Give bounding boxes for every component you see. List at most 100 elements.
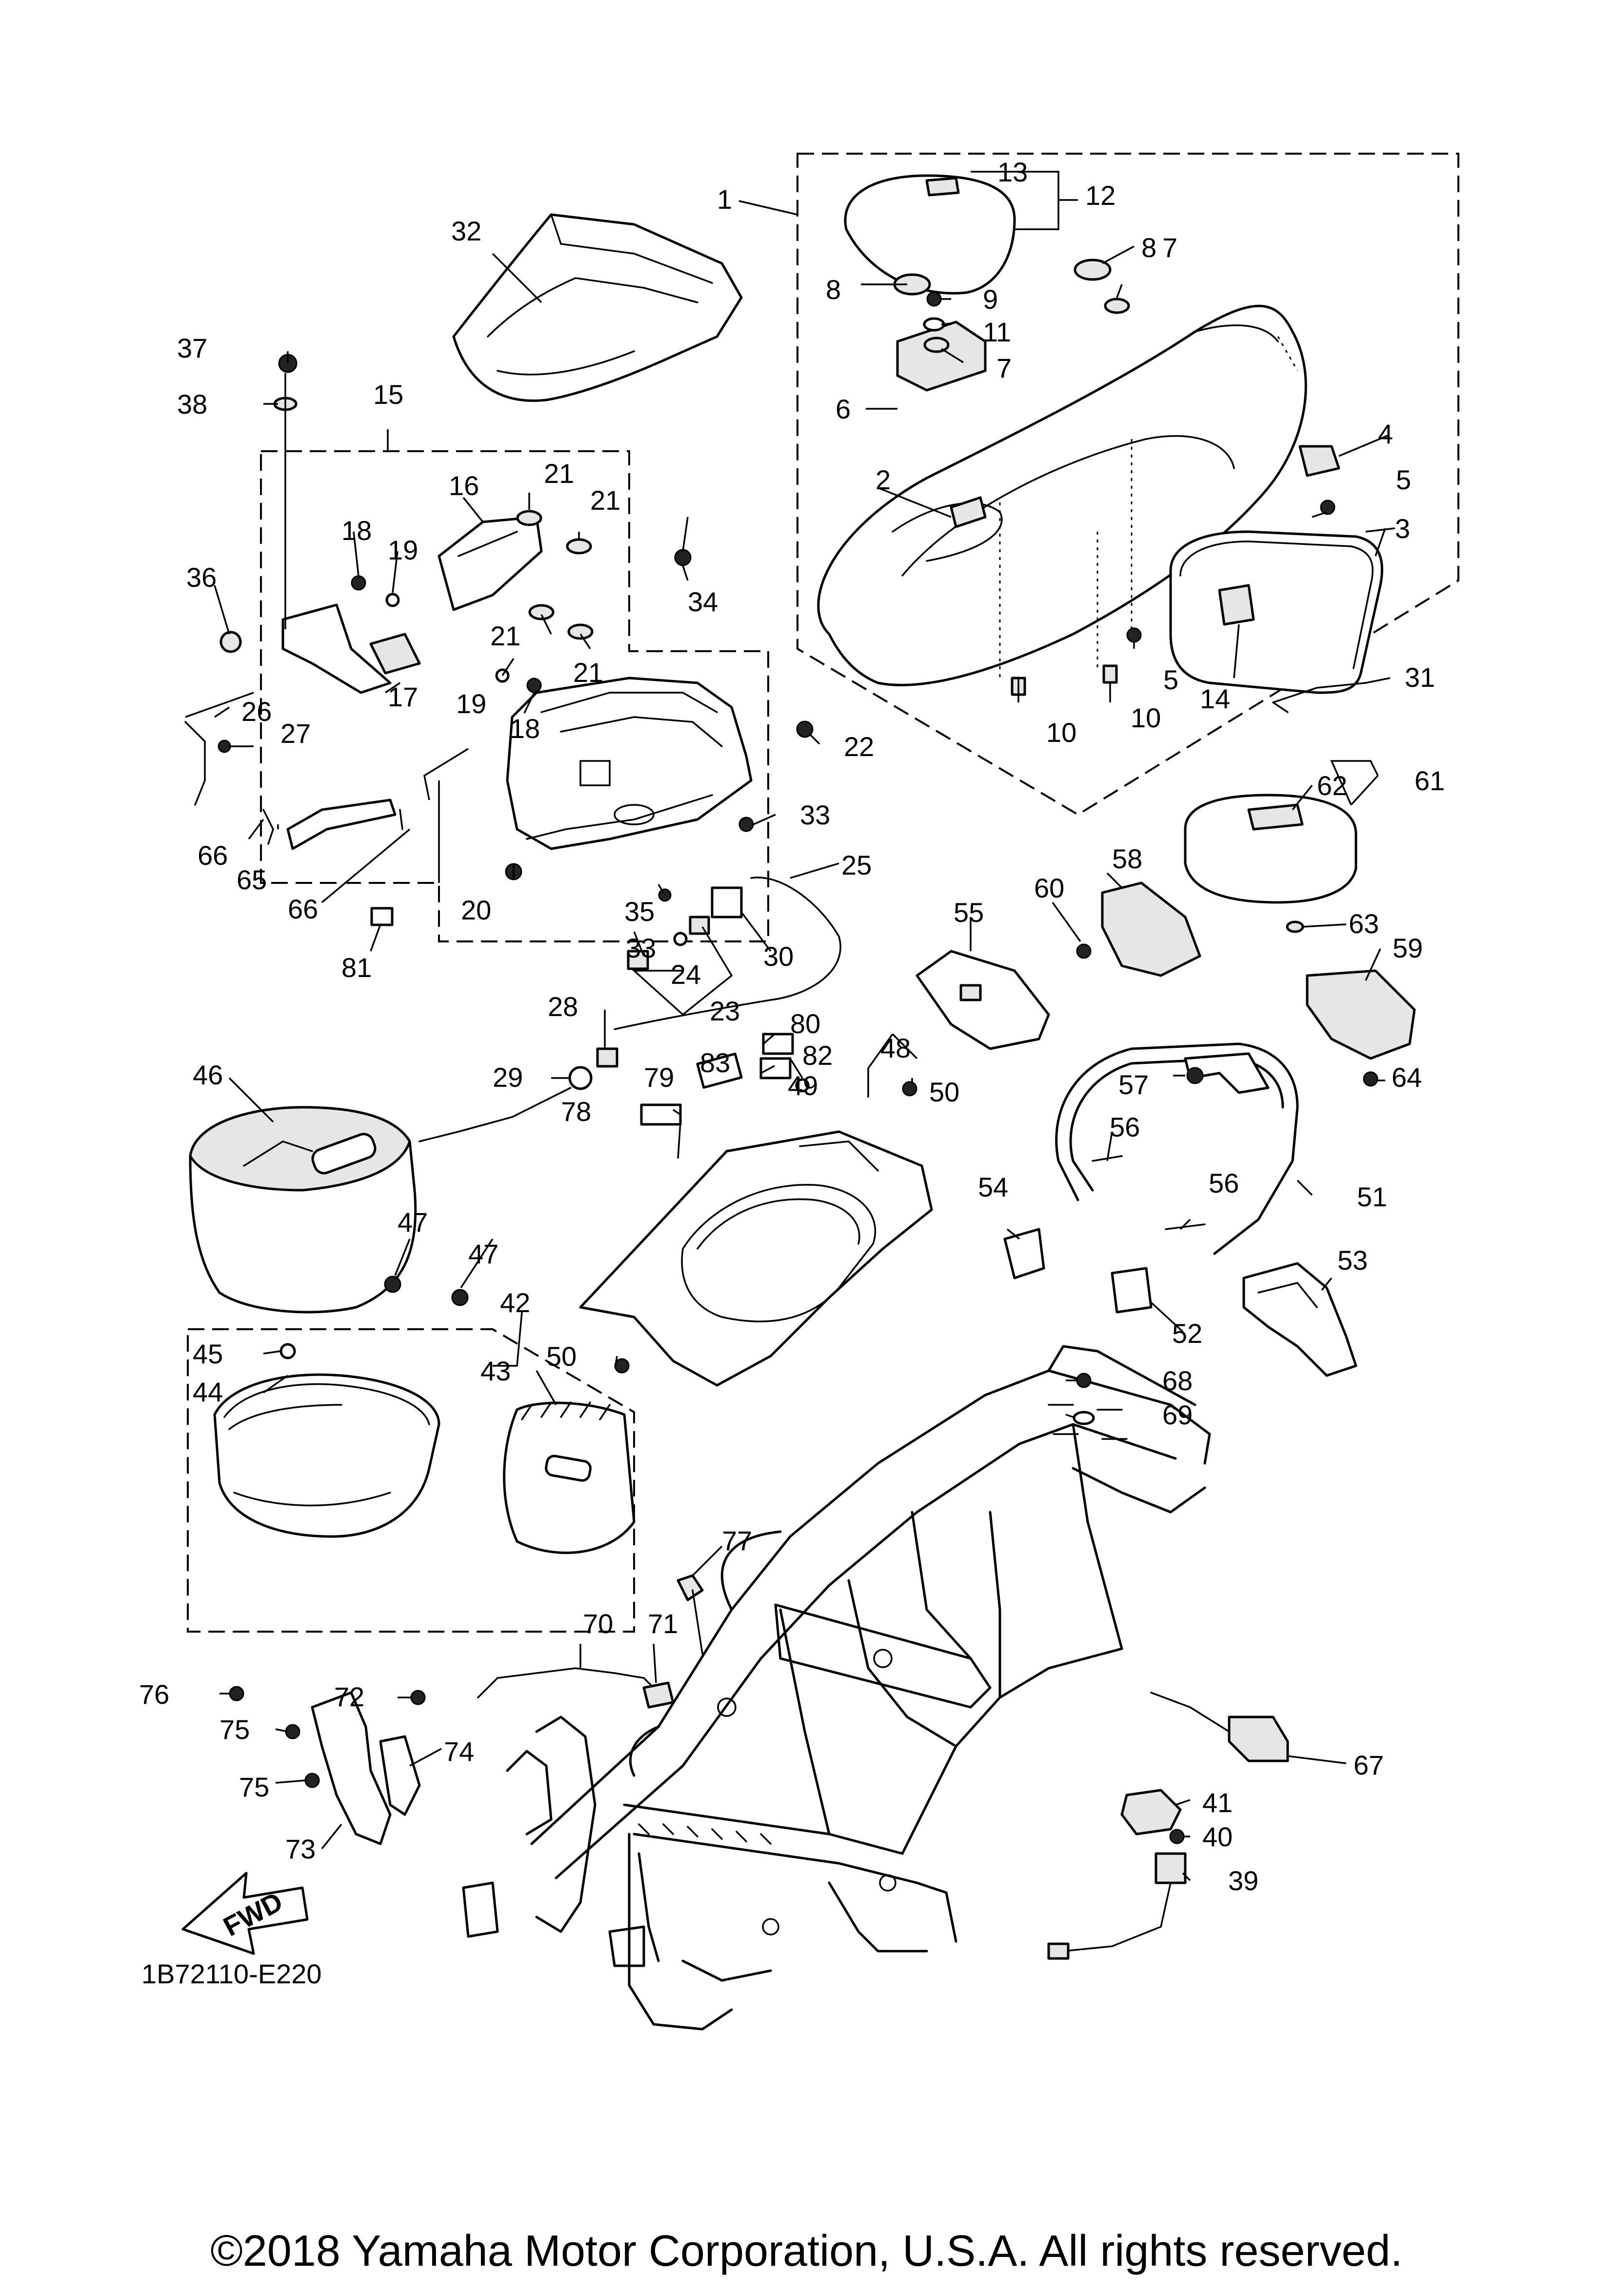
cap-45: [279, 1343, 296, 1359]
clip-66-left: [262, 809, 274, 845]
label-78: [640, 1103, 682, 1126]
storage-bin-cover: [189, 1106, 417, 1314]
mudguard-55: [916, 950, 1050, 1050]
collar-7-right: [1104, 298, 1130, 314]
callout-54: 54: [978, 1172, 1008, 1202]
collar-7-left: [923, 337, 950, 353]
callout-23: 23: [710, 996, 740, 1026]
callout-33-lower: 33: [626, 933, 656, 963]
callout-63: 63: [1349, 908, 1379, 939]
bolt-76: [229, 1686, 244, 1701]
bolt-50-upper: [902, 1081, 917, 1097]
callout-26: 26: [241, 696, 272, 727]
callout-8-right: 8: [1141, 232, 1156, 263]
callout-46: 46: [193, 1059, 223, 1090]
callout-59: 59: [1393, 933, 1423, 963]
bolt-50-lower: [614, 1358, 630, 1374]
callout-75-upper: 75: [219, 1714, 250, 1745]
tail-light-housing-53: [1242, 1262, 1357, 1377]
bolt-75-upper: [285, 1724, 300, 1739]
callout-56-lower: 56: [1209, 1168, 1239, 1198]
bolt-47-left: [384, 1276, 401, 1293]
bolt-5-lower: [1126, 627, 1142, 643]
storage-light-switch-23: [627, 950, 649, 970]
callout-83: 83: [700, 1047, 730, 1078]
lens-30: [711, 886, 743, 918]
callout-39: 39: [1228, 1865, 1258, 1896]
callout-29: 29: [493, 1062, 523, 1093]
bolt-5-upper: [1320, 499, 1335, 515]
switch-lead-67: [1150, 1692, 1230, 1733]
callout-49: 49: [788, 1070, 818, 1101]
label-82: [759, 1057, 792, 1079]
bolt-22: [796, 720, 814, 738]
bolt-27: [218, 739, 231, 753]
callout-32: 32: [451, 216, 481, 246]
callout-64: 64: [1392, 1062, 1422, 1093]
callout-47-right: 47: [468, 1238, 498, 1269]
callout-72: 72: [334, 1681, 364, 1712]
callout-71: 71: [648, 1608, 678, 1639]
trunk-pad-61: [1184, 794, 1357, 904]
forward-direction-arrow: FWD: [181, 1872, 309, 1955]
callout-56-upper: 56: [1110, 1112, 1140, 1142]
callout-7-upper: 7: [1162, 232, 1177, 263]
callout-68: 68: [1162, 1365, 1193, 1396]
callout-3: 3: [1395, 513, 1410, 544]
backrest-cushion: [844, 174, 1016, 295]
callout-20: 20: [461, 895, 491, 925]
clamp-71: [642, 1681, 675, 1709]
callout-18-upper: 18: [341, 515, 372, 546]
seat-lock-bracket: [438, 516, 543, 611]
bulb-24: [673, 932, 688, 946]
callout-18-lower: 18: [510, 713, 540, 744]
callout-1: 1: [717, 184, 732, 215]
washer-69: [1073, 1411, 1095, 1425]
connector-72: [410, 1690, 426, 1705]
grommet-21-b: [566, 538, 592, 555]
callout-51: 51: [1357, 1181, 1387, 1212]
pad-opening: [545, 1455, 592, 1482]
rear-brake-light-switch-67: [1228, 1716, 1289, 1762]
bolt-18-lower: [526, 678, 542, 693]
callout-33-upper: 33: [800, 799, 830, 830]
bolt-64: [1363, 1071, 1378, 1087]
callout-52: 52: [1172, 1318, 1202, 1349]
seat-assembly-boundary: [797, 153, 1459, 816]
callout-11: 11: [983, 317, 1011, 347]
callout-10-left: 10: [1046, 717, 1076, 748]
under-seat-panel: [579, 1130, 933, 1387]
damper-63: [1286, 920, 1304, 933]
seat-handle-clip: [950, 496, 987, 528]
callout-37: 37: [177, 333, 207, 363]
callout-21-c: 21: [490, 620, 520, 651]
callout-5-upper: 5: [1396, 464, 1411, 495]
seat-lock-assembly-boundary: [260, 450, 769, 942]
callout-14: 14: [1200, 683, 1230, 714]
seat: [817, 304, 1307, 686]
callout-66-right: 66: [288, 894, 318, 924]
seat-hinge: [1298, 445, 1340, 477]
seat-lock-striker: [1218, 584, 1255, 626]
callout-50-upper: 50: [929, 1077, 959, 1107]
callout-43: 43: [480, 1356, 511, 1386]
bolt-75-lower: [304, 1773, 320, 1788]
seat-wire-31: [1272, 682, 1367, 713]
seat-seal: [1169, 530, 1383, 694]
backrest-bracket: [896, 320, 987, 392]
bolt-18-upper: [351, 575, 366, 591]
callout-57: 57: [1118, 1069, 1149, 1100]
seat-lock-plate: [281, 603, 392, 694]
wire-harness-lead: [418, 1087, 572, 1142]
callout-67: 67: [1354, 1750, 1384, 1780]
storage-light-wire-25: [614, 877, 841, 1030]
nut-9: [926, 291, 942, 307]
bolt-68: [1076, 1373, 1092, 1388]
storage-bin-inner: [213, 1373, 440, 1538]
callout-21-d: 21: [573, 657, 603, 688]
frame: [462, 1345, 1211, 2031]
callout-66-left: 66: [198, 840, 228, 871]
relay-connector: [1047, 1942, 1070, 1960]
callout-7-lower: 7: [996, 353, 1012, 383]
